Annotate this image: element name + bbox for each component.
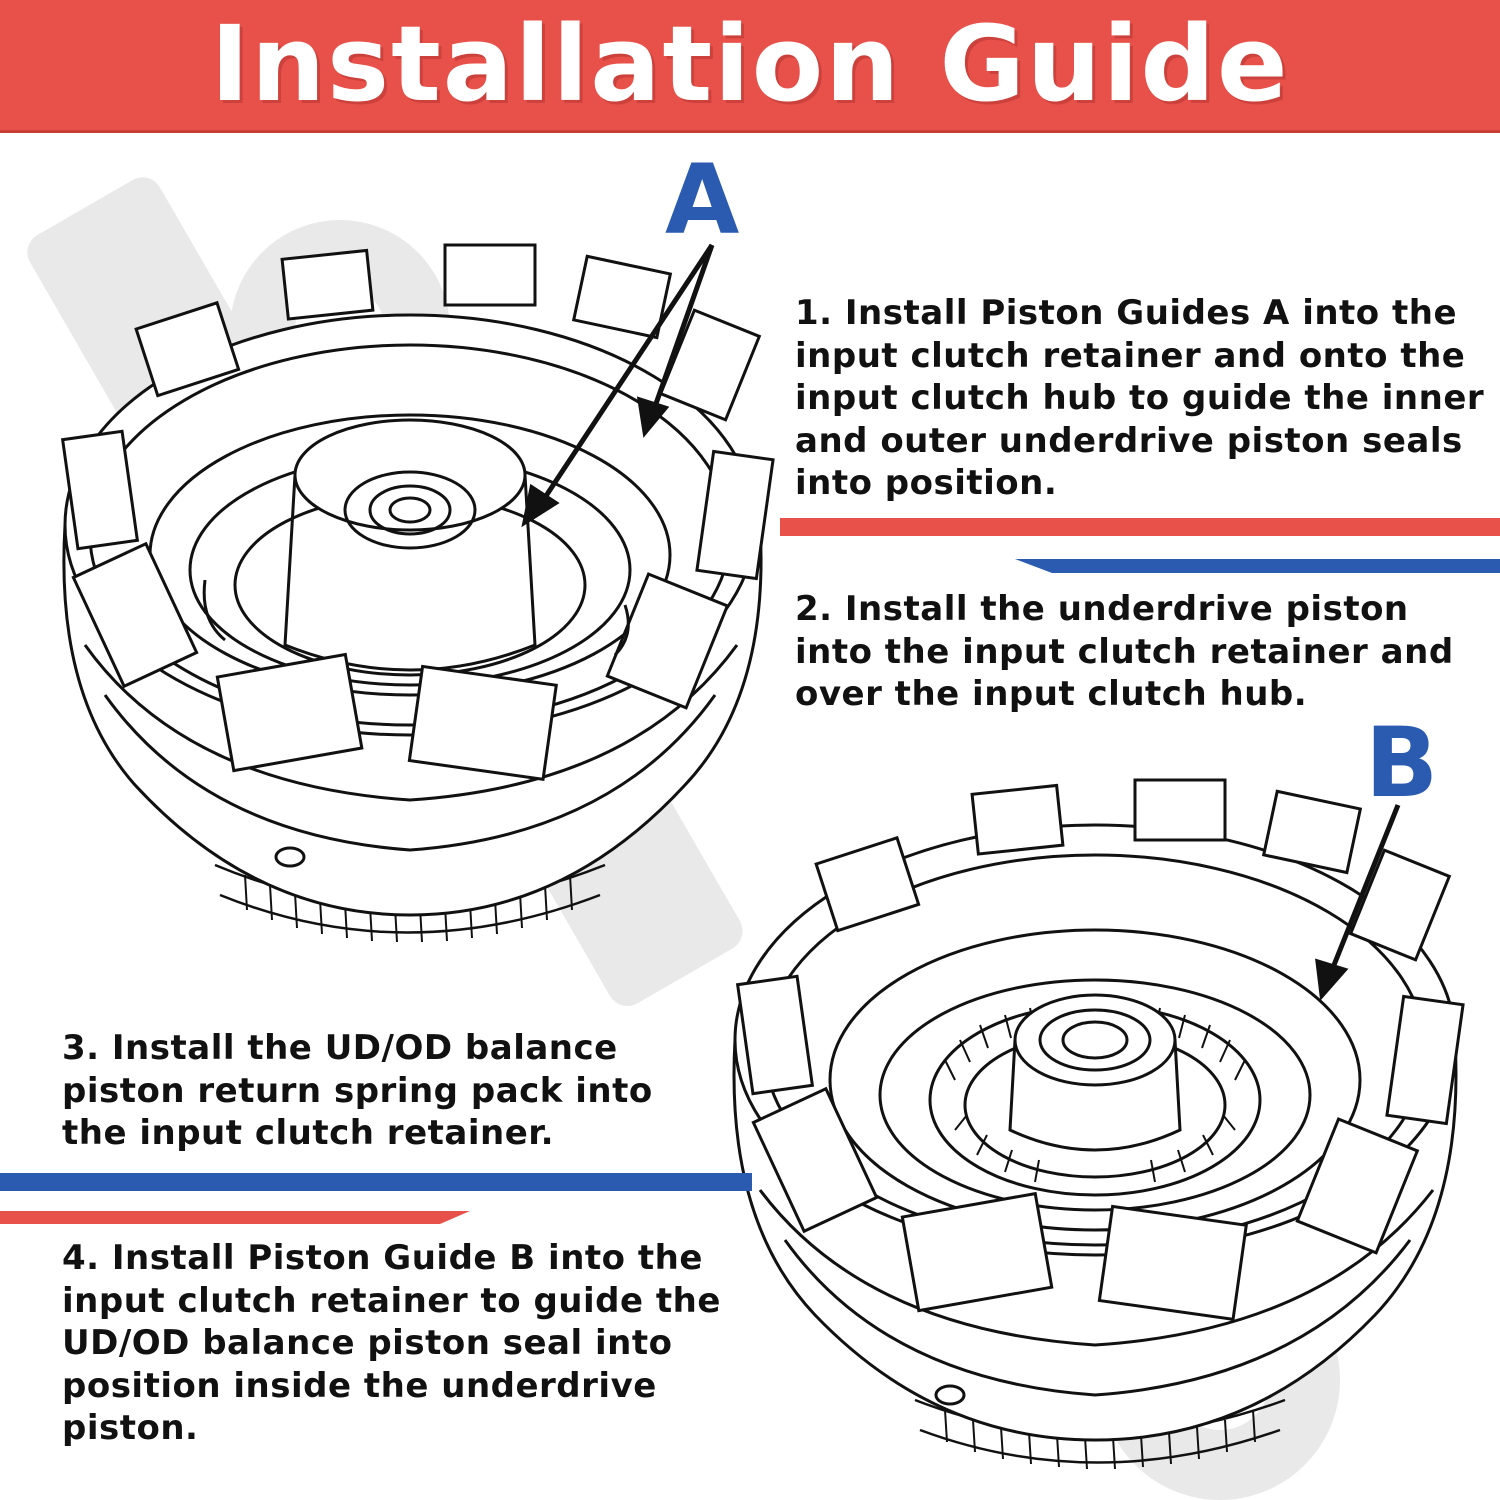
diagram-b: [732, 778, 1465, 1470]
header-banner: Installation Guide: [0, 0, 1500, 133]
step-2-text: 2. Install the underdrive piston into th…: [795, 589, 1454, 714]
step-3-text: 3. Install the UD/OD balance piston retu…: [62, 1028, 653, 1153]
step-1-text: 1. Install Piston Guides A into the inpu…: [795, 293, 1485, 503]
step-4-text: 4. Install Piston Guide B into the input…: [62, 1238, 721, 1448]
label-a: A: [665, 144, 740, 256]
divider-stripes-top: [780, 518, 1500, 573]
page-title: Installation Guide: [210, 3, 1290, 125]
divider-stripes-bottom: [0, 1173, 752, 1224]
label-b: B: [1365, 707, 1439, 819]
diagram-a: [60, 243, 775, 943]
